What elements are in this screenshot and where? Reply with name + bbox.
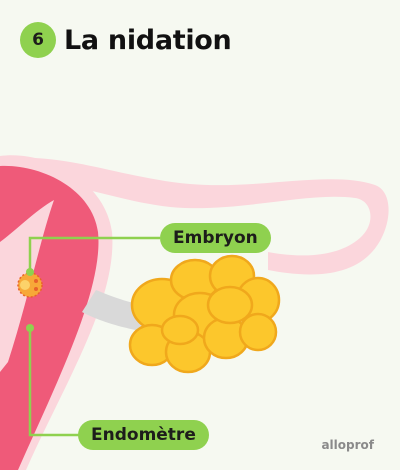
- embryo-icon: [17, 272, 43, 298]
- step-number-badge: 6: [20, 22, 56, 58]
- ovary: [128, 254, 281, 374]
- fallopian-tube: [0, 157, 389, 275]
- embryo-label: Embryon: [160, 223, 271, 253]
- brand-logo: alloprof: [321, 438, 374, 452]
- embryo-leader-line: [28, 236, 160, 272]
- endometrium-leader-line: [28, 328, 80, 437]
- embryo-leader-dot: [26, 268, 34, 276]
- endometrium-leader-dot: [26, 324, 34, 332]
- endometrium-label: Endomètre: [78, 420, 209, 450]
- leader-lines: [28, 236, 160, 437]
- header: 6 La nidation: [20, 22, 232, 58]
- page-title: La nidation: [64, 24, 232, 56]
